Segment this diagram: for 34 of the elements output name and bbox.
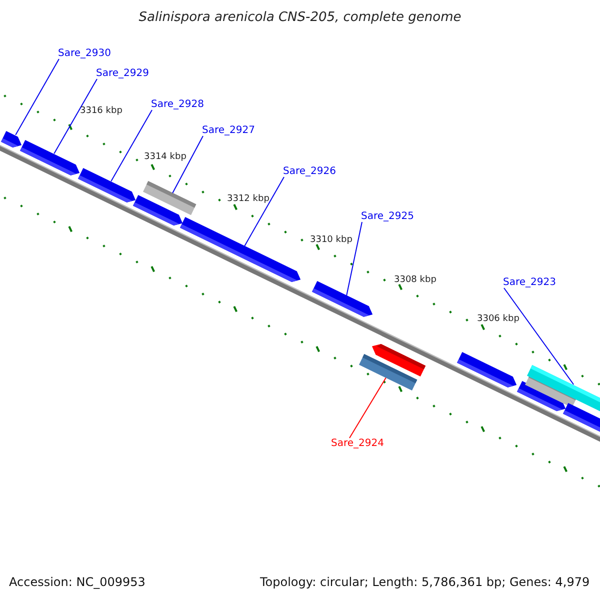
gene-label: Sare_2926 [283,166,336,177]
gene-label: Sare_2925 [361,211,414,222]
leader-line [172,136,204,194]
leader-line [110,110,152,182]
scale-label: 3308 kbp [394,275,436,285]
gene-bar [1,130,22,147]
footer-text: Accession: NC_009953 [9,575,146,589]
gene-bar [180,217,301,282]
gene-label: Sare_2923 [503,277,556,288]
scale-label: 3310 kbp [310,235,352,245]
gene-bar [372,344,426,377]
gene-label: Sare_2927 [202,125,255,136]
footer-text: Topology: circular; Length: 5,786,361 bp; Genes: 4,979 [260,575,590,589]
leader-line [346,222,362,296]
leader-line [504,288,574,385]
gene-bar [20,140,80,176]
gene-bar [143,181,197,216]
gene-bar [312,281,373,318]
scale-label: 3312 kbp [227,194,270,204]
gene-label: Sare_2928 [151,99,204,110]
diagram-title: Salinispora arenicola CNS-205, complete genome [138,10,462,25]
leader-line [15,58,60,136]
gene-label: Sare_2929 [96,68,149,79]
leader-line [54,78,98,154]
gene-label: Sare_2930 [58,48,111,59]
gene-bar [457,352,517,388]
leader-line [244,176,284,246]
scale-label: 3316 kbp [80,106,122,116]
gene-bar [78,168,136,202]
scale-label: 3306 kbp [477,314,520,324]
gene-label: Sare_2924 [331,438,384,449]
scale-label: 3314 kbp [144,152,186,162]
leader-line [349,377,386,438]
gene-bar [563,403,600,434]
